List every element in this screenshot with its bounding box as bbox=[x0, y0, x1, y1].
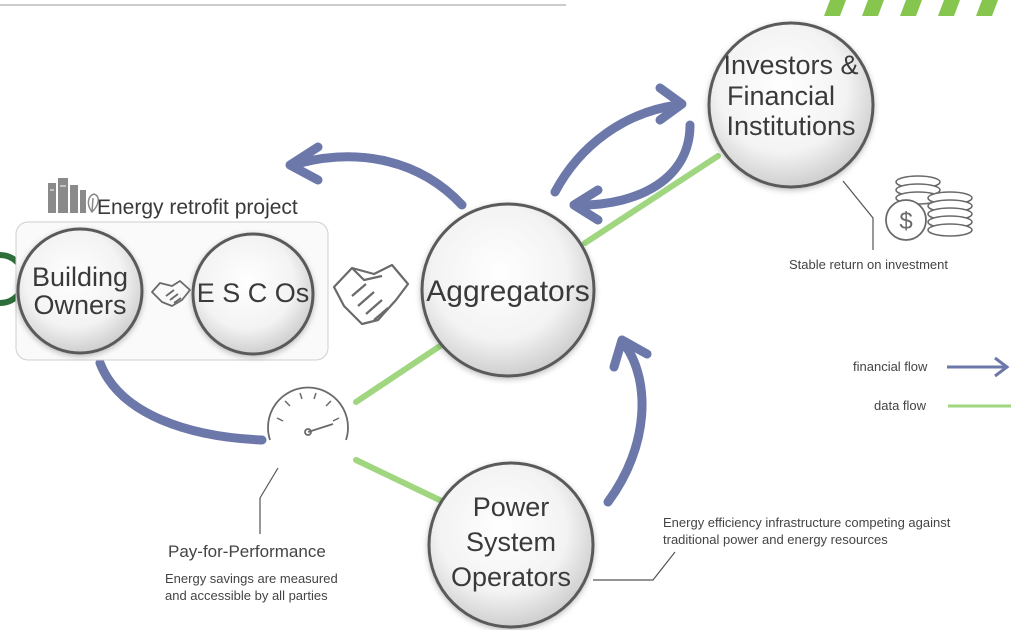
efficiency-note-line2: traditional power and energy resources bbox=[663, 532, 888, 547]
operators-label-line3: Operators bbox=[451, 562, 571, 592]
operators-label-line2: System bbox=[466, 527, 556, 557]
financial-flow-owners-to-meter bbox=[95, 358, 267, 445]
investment-callout-line bbox=[842, 180, 874, 250]
efficiency-note-line1: Energy efficiency infrastructure competi… bbox=[663, 515, 951, 530]
financial-flow-arrows bbox=[95, 100, 695, 507]
pay-desc-line2: and accessible by all parties bbox=[165, 588, 328, 603]
data-flow-meter-operators bbox=[353, 457, 453, 508]
meter-gauge-icon bbox=[267, 386, 349, 441]
node-building-owners: Building Owners bbox=[16, 227, 144, 355]
building-icon bbox=[48, 178, 86, 213]
dollar-coin-icon: $ bbox=[885, 199, 927, 241]
pay-title: Pay-for-Performance bbox=[168, 542, 326, 561]
handshake-icon-small bbox=[151, 280, 191, 307]
node-escos: E S C Os bbox=[191, 232, 315, 356]
legend-financial-arrowhead bbox=[994, 356, 1010, 378]
data-flow-lines bbox=[353, 153, 721, 508]
operators-label-line1: Power bbox=[473, 492, 550, 522]
node-aggregators: Aggregators bbox=[420, 202, 596, 378]
leaf-icon bbox=[87, 193, 99, 214]
coins-icon bbox=[895, 175, 973, 237]
pay-callout-line bbox=[259, 467, 279, 534]
legend-financial-label: financial flow bbox=[853, 359, 928, 374]
investors-label-line3: Institutions bbox=[726, 111, 855, 141]
aggregators-label: Aggregators bbox=[426, 275, 589, 308]
legend-data-label: data flow bbox=[874, 398, 927, 413]
chevron-decoration bbox=[824, 0, 998, 16]
investors-label-line2: Financial bbox=[727, 81, 835, 111]
data-flow-meter-aggregators bbox=[353, 339, 449, 405]
investment-note: Stable return on investment bbox=[789, 257, 948, 272]
legend: financial flow data flow bbox=[853, 356, 1011, 413]
data-flow-aggregators-investors bbox=[582, 153, 721, 246]
financial-arrow-to-investors bbox=[550, 100, 683, 197]
efficiency-callout-line bbox=[593, 551, 676, 581]
financial-arrow-operators-to-aggregators bbox=[603, 340, 647, 507]
owners-label-line1: Building bbox=[32, 262, 128, 292]
handshake-icon-large bbox=[332, 263, 410, 326]
node-investors: Investors & Financial Institutions bbox=[707, 21, 875, 189]
financial-arrowheads bbox=[285, 83, 687, 372]
project-title: Energy retrofit project bbox=[97, 196, 298, 219]
owners-label-line2: Owners bbox=[33, 290, 126, 320]
investors-label-line1: Investors & bbox=[723, 50, 858, 80]
pay-desc-line1: Energy savings are measured bbox=[165, 571, 338, 586]
svg-text:$: $ bbox=[899, 208, 912, 235]
financial-arrow-to-aggregators-from-investors bbox=[575, 120, 695, 210]
node-power-system-operators: Power System Operators bbox=[427, 461, 595, 629]
escos-label: E S C Os bbox=[197, 278, 310, 308]
financial-arrow-to-project bbox=[295, 152, 467, 210]
